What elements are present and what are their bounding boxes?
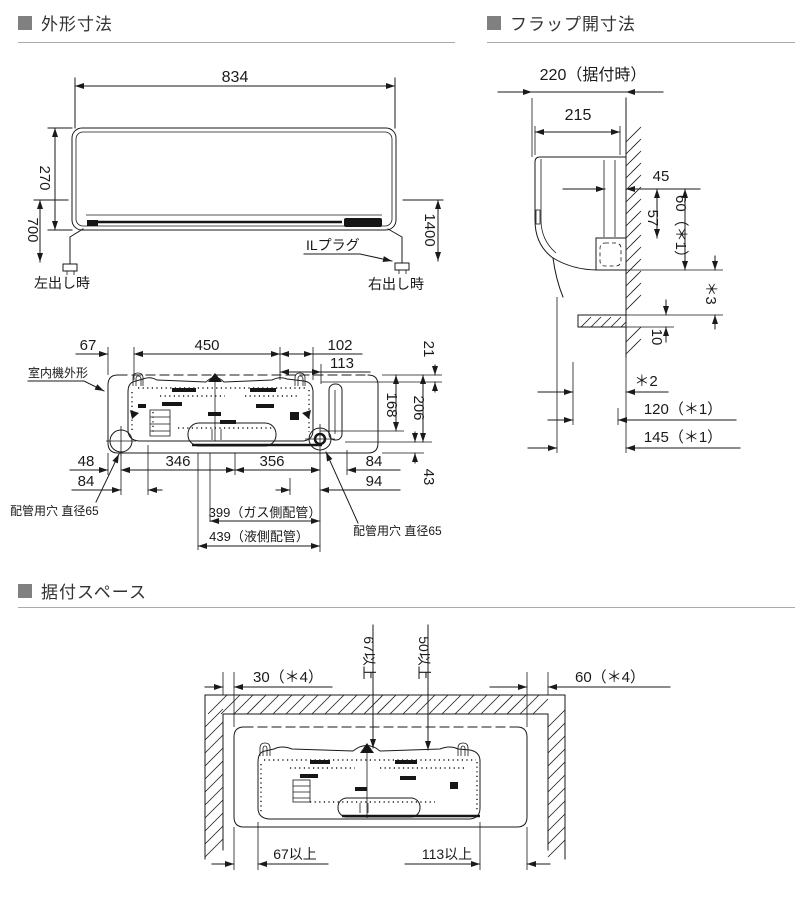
dim-94: 94 <box>366 473 383 490</box>
space-bottom-dimensions: 67以上 113以上 <box>211 822 551 870</box>
section-title: フラップ開寸法 <box>510 15 636 34</box>
section-rule <box>18 607 795 608</box>
section-rule <box>18 42 455 43</box>
dim-67-min-vertical: 67以上 <box>361 636 377 680</box>
space-top-dimensions: 30（＊4） 60（＊4） 67以上 50以上 <box>204 624 671 751</box>
dim-height: 270 <box>36 165 53 190</box>
rear-view-diagram: 室内機外形 67 450 102 113 21 168 206 <box>10 337 442 552</box>
piping-holes <box>106 424 335 456</box>
section-marker-square <box>18 583 32 598</box>
dim-43: 43 <box>420 469 437 486</box>
dim-346: 346 <box>165 453 190 470</box>
dim-168: 168 <box>383 392 400 417</box>
front-view-diagram: 834 270 700 左出し時 1400 右出し時 ILプラグ <box>24 69 444 292</box>
dim-215: 215 <box>565 107 592 124</box>
dim-45: 45 <box>653 168 670 185</box>
section-rule <box>487 42 795 43</box>
dim-30: 30（＊4） <box>253 669 323 686</box>
dim-84-left: 84 <box>78 473 95 490</box>
dim-67-min-bottom: 67以上 <box>273 846 317 862</box>
label-indoor-outline: 室内機外形 <box>28 365 88 380</box>
dim-cord-right: 1400 <box>421 213 438 246</box>
dim-84-right: 84 <box>366 453 383 470</box>
mounting-plate <box>127 372 322 447</box>
label-left-out: 左出し時 <box>34 275 90 291</box>
wall-section <box>577 97 642 358</box>
section-title: 据付スペース <box>41 583 147 602</box>
section-title: 外形寸法 <box>41 15 113 34</box>
space-mounting-plate <box>257 742 481 820</box>
dim-120: 120（＊1） <box>644 401 722 418</box>
label-hole-right: 配管用穴 直径65 <box>353 523 442 538</box>
rear-bottom-dimensions: 48 346 356 84 84 94 399（ガス側配管） 439（液側配管） <box>69 445 401 552</box>
dim-note3: ＊3 <box>702 281 719 304</box>
dim-cord-left: 700 <box>24 217 41 242</box>
dim-67: 67 <box>80 337 97 354</box>
label-hole-left: 配管用穴 直径65 <box>10 503 99 518</box>
dim-206: 206 <box>410 395 427 420</box>
surrounding-walls <box>204 694 566 860</box>
dim-width: 834 <box>222 69 249 86</box>
dim-113: 113 <box>330 355 354 372</box>
section-header-flap: フラップ開寸法 <box>487 10 636 35</box>
dim-gas-pipe: 399（ガス側配管） <box>209 505 322 520</box>
side-view-diagram: 220（据付時） 215 45 57 60（＊1） ＊3 10 ＊2 <box>497 66 741 453</box>
dim-50-min-vertical: 50以上 <box>416 636 432 680</box>
side-right-dimensions: 45 57 60（＊1） ＊3 10 <box>562 168 723 346</box>
space-unit-outline <box>233 726 528 828</box>
installation-space-diagram: 30（＊4） 60（＊4） 67以上 50以上 67以上 113以上 <box>204 624 671 870</box>
front-unit-outline <box>71 127 397 231</box>
section-marker-square <box>18 15 32 30</box>
side-unit-profile <box>534 156 627 298</box>
dim-145: 145（＊1） <box>644 429 722 446</box>
dim-220-install: 220（据付時） <box>540 66 647 84</box>
dim-57: 57 <box>644 210 661 227</box>
side-bottom-dimensions: ＊2 120（＊1） 145（＊1） <box>527 297 741 453</box>
dim-113-min-bottom: 113以上 <box>422 846 472 862</box>
section-header-dimensions: 外形寸法 <box>18 10 113 35</box>
rear-outline-callout: 室内機外形 <box>27 365 105 392</box>
piping-hole-callouts: 配管用穴 直径65 配管用穴 直径65 <box>10 451 442 538</box>
dim-note2: ＊2 <box>634 373 657 390</box>
front-cord-left: 700 左出し時 <box>24 199 90 291</box>
label-plug: ILプラグ <box>306 237 360 253</box>
side-depth-dimensions: 220（据付時） 215 <box>497 66 664 157</box>
label-right-out: 右出し時 <box>368 276 424 292</box>
section-marker-square <box>487 15 501 30</box>
dim-60: 60（＊1） <box>672 195 689 265</box>
dim-450: 450 <box>194 337 219 354</box>
front-plug-callout: ILプラグ <box>303 237 393 263</box>
rear-unit-outline <box>107 374 379 454</box>
front-height-dimension: 270 <box>36 127 73 231</box>
front-cord-right: 1400 右出し時 <box>368 199 444 292</box>
dim-60: 60（＊4） <box>575 669 645 686</box>
dim-48: 48 <box>78 453 95 470</box>
rear-top-dimensions: 67 450 102 113 21 <box>75 337 442 393</box>
dim-21: 21 <box>420 341 437 358</box>
rear-right-dimensions: 168 206 43 <box>320 374 437 486</box>
dim-10: 10 <box>648 329 665 346</box>
dim-102: 102 <box>327 337 352 354</box>
section-header-space: 据付スペース <box>18 578 147 603</box>
dim-liquid-pipe: 439（液側配管） <box>209 529 309 544</box>
front-width-dimension: 834 <box>74 69 396 129</box>
dim-356: 356 <box>259 453 284 470</box>
